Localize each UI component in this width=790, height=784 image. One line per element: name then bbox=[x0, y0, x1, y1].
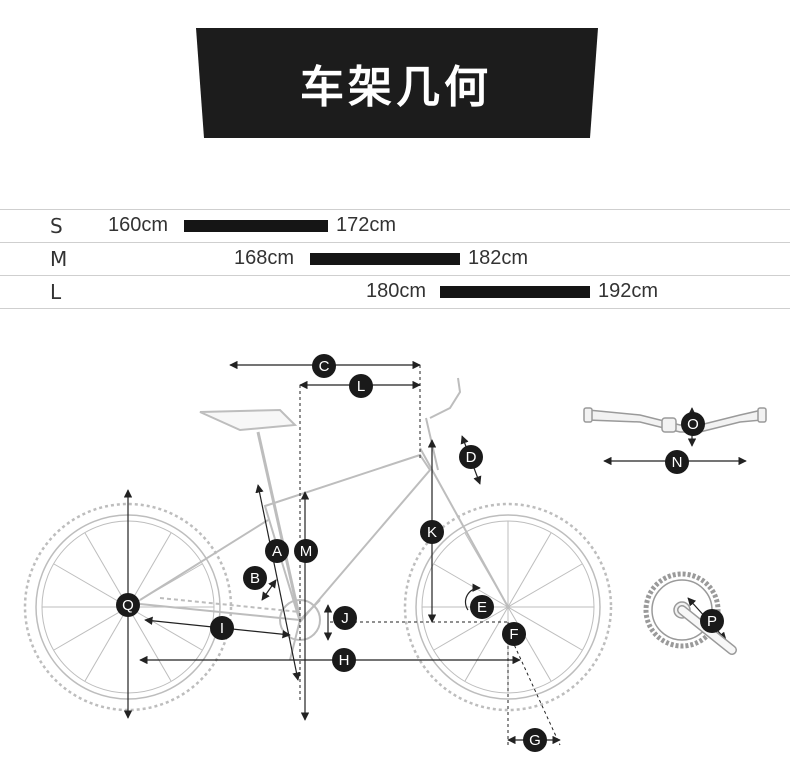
svg-text:H: H bbox=[339, 652, 350, 669]
svg-text:L: L bbox=[357, 378, 365, 395]
size-row-m: M 168cm 182cm bbox=[0, 242, 790, 275]
range-bar bbox=[310, 253, 460, 265]
range-min: 168cm bbox=[234, 247, 295, 269]
letter-markers: C L D K A M B Q E J I F H G O N P bbox=[116, 354, 724, 752]
page-title: 车架几何 bbox=[300, 62, 492, 113]
reference-lines bbox=[299, 365, 561, 748]
marker-o: O bbox=[681, 412, 705, 436]
marker-n: N bbox=[665, 450, 689, 474]
svg-text:Q: Q bbox=[122, 597, 134, 614]
range-bar bbox=[440, 286, 590, 298]
svg-text:F: F bbox=[509, 626, 518, 643]
dim-e-arc bbox=[464, 583, 481, 611]
svg-text:M: M bbox=[300, 543, 313, 560]
svg-text:O: O bbox=[687, 416, 699, 433]
range-bar bbox=[184, 220, 328, 232]
svg-text:E: E bbox=[477, 599, 487, 616]
marker-j: J bbox=[333, 606, 357, 630]
svg-text:D: D bbox=[466, 449, 477, 466]
size-label: L bbox=[50, 280, 62, 304]
svg-text:K: K bbox=[427, 524, 437, 541]
marker-c: C bbox=[312, 354, 336, 378]
marker-e: E bbox=[470, 595, 494, 619]
banner-shape bbox=[196, 28, 598, 138]
marker-i: I bbox=[210, 616, 234, 640]
marker-l: L bbox=[349, 374, 373, 398]
range-min: 160cm bbox=[108, 214, 169, 236]
marker-m: M bbox=[294, 539, 318, 563]
title-banner bbox=[196, 28, 598, 138]
size-label: M bbox=[50, 247, 68, 271]
svg-text:P: P bbox=[707, 613, 717, 630]
range-max: 172cm bbox=[336, 214, 397, 236]
marker-a: A bbox=[265, 539, 289, 563]
size-table: S 160cm 172cm M 168cm 182cm L 180cm 192c… bbox=[0, 209, 790, 309]
marker-d: D bbox=[459, 445, 483, 469]
svg-text:N: N bbox=[672, 454, 683, 471]
svg-text:I: I bbox=[220, 620, 224, 637]
svg-text:A: A bbox=[272, 543, 282, 560]
range-max: 182cm bbox=[468, 247, 529, 269]
size-row-l: L 180cm 192cm bbox=[0, 275, 790, 309]
svg-text:B: B bbox=[250, 570, 260, 587]
dim-a bbox=[255, 484, 301, 681]
marker-f: F bbox=[502, 622, 526, 646]
marker-p: P bbox=[700, 609, 724, 633]
svg-text:C: C bbox=[319, 358, 330, 375]
marker-k: K bbox=[420, 520, 444, 544]
range-max: 192cm bbox=[598, 280, 659, 302]
marker-h: H bbox=[332, 648, 356, 672]
marker-q: Q bbox=[116, 593, 140, 617]
size-row-s: S 160cm 172cm bbox=[0, 209, 790, 242]
size-label: S bbox=[50, 214, 63, 238]
dim-b bbox=[261, 579, 277, 601]
svg-text:G: G bbox=[529, 732, 541, 749]
svg-text:J: J bbox=[341, 610, 349, 627]
range-min: 180cm bbox=[366, 280, 427, 302]
marker-g: G bbox=[523, 728, 547, 752]
marker-b: B bbox=[243, 566, 267, 590]
handlebar-detail bbox=[583, 407, 767, 433]
bike-geometry-diagram: C L D K A M B Q E J I F H G O N P bbox=[23, 354, 767, 752]
